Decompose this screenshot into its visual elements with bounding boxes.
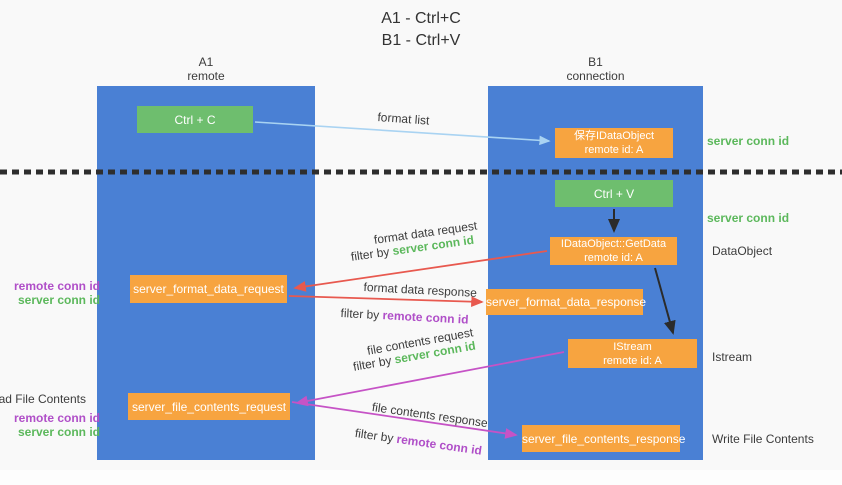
- write-file-contents-label: Write File Contents: [712, 432, 814, 446]
- bottom-strip: [0, 470, 842, 485]
- conn-id-block-file: remote conn id server conn id: [14, 411, 100, 439]
- server-format-data-request-label: server_format_data_request: [133, 282, 284, 296]
- filter-by-text: filter by: [340, 306, 383, 323]
- server-file-contents-response-box: server_file_contents_response: [522, 425, 686, 452]
- server-format-data-response-box: server_format_data_response: [486, 289, 647, 315]
- file-contents-request-arrow: [295, 351, 565, 407]
- save-idataobject-box: 保存IDataObject remote id: A: [555, 128, 673, 158]
- ctrl-v-box: Ctrl + V: [555, 180, 673, 207]
- getdata-to-istream-arrow: [654, 267, 676, 335]
- save-idataobject-remote-id: remote id: A: [584, 144, 644, 156]
- format-data-response-arrow: [288, 295, 484, 308]
- lifeline-b1-subtitle: connection: [566, 69, 625, 83]
- server-format-data-response-label: server_format_data_response: [486, 295, 647, 309]
- format-data-request-arrow: [293, 250, 548, 292]
- diagram-title: A1 - Ctrl+C B1 - Ctrl+V: [0, 8, 842, 52]
- lifeline-header-b1: B1 connection: [488, 55, 703, 83]
- conn-id-block-format: remote conn id server conn id: [14, 279, 100, 307]
- save-idataobject-title: 保存IDataObject: [573, 130, 655, 142]
- server-file-contents-response-label: server_file_contents_response: [522, 431, 686, 446]
- istream-box: IStream remote id: A: [568, 339, 697, 368]
- lifeline-a1-subtitle: remote: [187, 69, 225, 83]
- istream-right-label: Istream: [712, 350, 753, 364]
- dataobject-label: DataObject: [712, 244, 773, 258]
- server-conn-id-left-label-1: server conn id: [17, 293, 100, 307]
- lifeline-b1-name: B1: [588, 55, 603, 69]
- file-contents-response-arrow: [291, 401, 518, 439]
- istream-remote-id: remote id: A: [603, 354, 662, 367]
- server-file-contents-request-box: server_file_contents_request: [128, 393, 290, 420]
- ctrl-c-label: Ctrl + C: [174, 112, 216, 127]
- istream-title: IStream: [613, 340, 652, 353]
- ctrl-v-label: Ctrl + V: [593, 186, 635, 201]
- format-list-arrow: [254, 121, 551, 146]
- idataobject-getdata-box: IDataObject::GetData remote id: A: [550, 237, 677, 265]
- server-conn-id-right-top-label: server conn id: [707, 134, 790, 148]
- server-file-contents-request-label: server_file_contents_request: [131, 399, 287, 414]
- getdata-title: IDataObject::GetData: [560, 238, 667, 250]
- remote-conn-id-left-label-2: remote conn id: [13, 411, 100, 425]
- getdata-remote-id: remote id: A: [584, 252, 643, 264]
- title-line-1: A1 - Ctrl+C: [381, 10, 461, 27]
- ctrl-c-box: Ctrl + C: [137, 106, 253, 133]
- remote-conn-id-left-label-1: remote conn id: [13, 279, 100, 293]
- title-line-2: B1 - Ctrl+V: [381, 32, 461, 49]
- lifeline-header-a1: A1 remote: [97, 55, 315, 83]
- server-conn-id-left-label-2: server conn id: [17, 425, 100, 439]
- lifeline-a1-name: A1: [198, 55, 214, 69]
- read-file-contents-label: Read File Contents: [0, 392, 86, 406]
- server-format-data-request-box: server_format_data_request: [130, 275, 287, 303]
- server-conn-id-right-mid-label: server conn id: [707, 211, 790, 225]
